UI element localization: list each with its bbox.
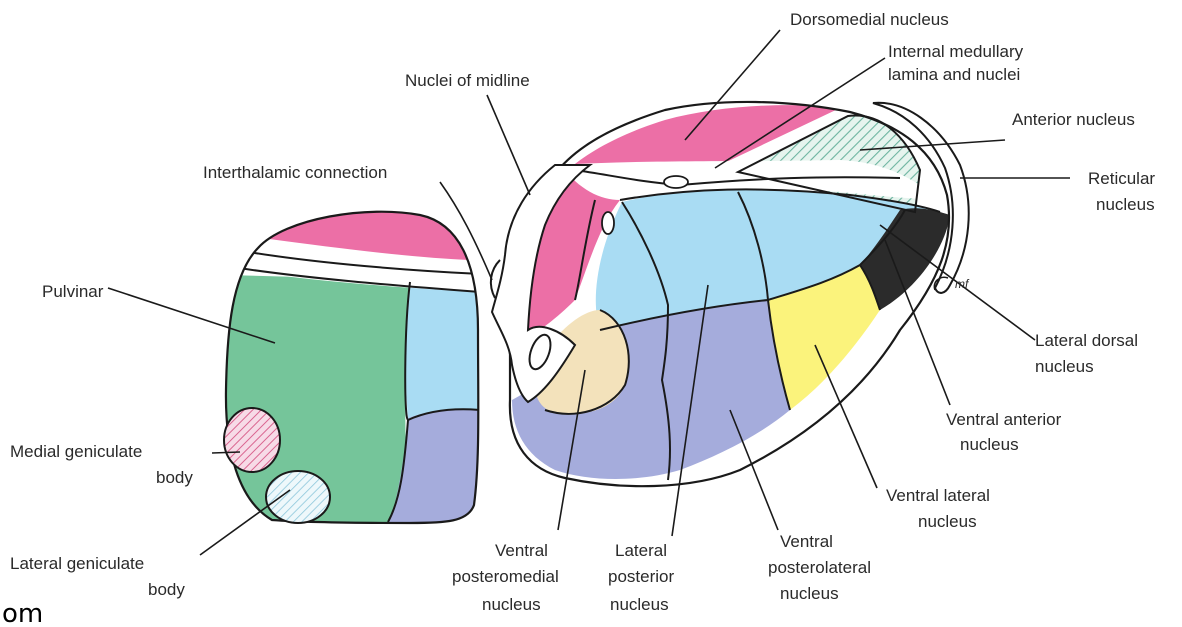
label-vpm-3: nucleus	[482, 595, 541, 614]
label-vpl-1: Ventral	[780, 532, 833, 551]
label-lateral-dorsal-nucleus-2: nucleus	[1035, 357, 1094, 376]
label-nuclei-of-midline: Nuclei of midline	[405, 71, 530, 90]
label-ventral-lateral-nucleus-1: Ventral lateral	[886, 486, 990, 505]
label-ventral-lateral-nucleus-2: nucleus	[918, 512, 977, 531]
label-lateral-posterior-2: posterior	[608, 567, 674, 586]
label-internal-medullary-lamina-1: Internal medullary	[888, 42, 1024, 61]
label-vpl-3: nucleus	[780, 584, 839, 603]
lateral-posterior-region-posterior	[405, 280, 480, 418]
label-vpm-1: Ventral	[495, 541, 548, 560]
label-vpl-2: posterolateral	[768, 558, 871, 577]
medial-geniculate-body-shape	[224, 408, 280, 472]
label-dorsomedial-nucleus: Dorsomedial nucleus	[790, 10, 949, 29]
label-lateral-posterior-1: Lateral	[615, 541, 667, 560]
anterior-thalamus-block	[491, 90, 970, 500]
label-medial-geniculate-body-1: Medial geniculate	[10, 442, 142, 461]
label-mf: mf	[955, 277, 970, 291]
label-anterior-nucleus: Anterior nucleus	[1012, 110, 1135, 129]
label-vpm-2: posteromedial	[452, 567, 559, 586]
label-lateral-geniculate-body-2: body	[148, 580, 185, 599]
label-internal-medullary-lamina-2: lamina and nuclei	[888, 65, 1020, 84]
label-medial-geniculate-body-2: body	[156, 468, 193, 487]
label-reticular-nucleus-2: nucleus	[1096, 195, 1155, 214]
posterior-thalamus-block	[220, 200, 490, 530]
lateral-geniculate-body-shape	[266, 471, 330, 523]
label-ventral-anterior-nucleus-2: nucleus	[960, 435, 1019, 454]
label-lateral-geniculate-body-1: Lateral geniculate	[10, 554, 144, 573]
label-lateral-dorsal-nucleus-1: Lateral dorsal	[1035, 331, 1138, 350]
label-reticular-nucleus-1: Reticular	[1088, 169, 1155, 188]
label-interthalamic-connection: Interthalamic connection	[203, 163, 387, 182]
label-lateral-posterior-3: nucleus	[610, 595, 669, 614]
label-pulvinar: Pulvinar	[42, 282, 104, 301]
label-ventral-anterior-nucleus-1: Ventral anterior	[946, 410, 1062, 429]
corner-text: om	[2, 599, 43, 627]
